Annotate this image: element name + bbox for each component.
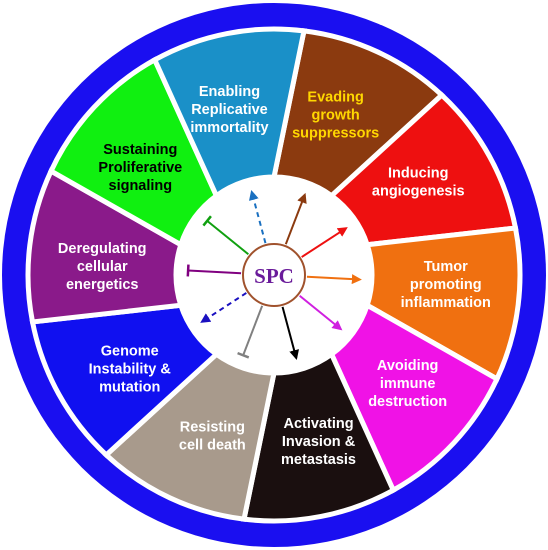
spoke-proliferative-inhibit-bar bbox=[202, 215, 212, 227]
spoke-immune bbox=[299, 294, 343, 331]
label-enabling-replicative-immortality-line-2: Replicative bbox=[191, 102, 268, 118]
spoke-angiogenesis bbox=[301, 227, 348, 258]
label-enabling-replicative-immortality-line-3: immortality bbox=[190, 120, 268, 136]
label-tumor-promoting-inflammation-line-3: inflammation bbox=[401, 295, 491, 311]
label-tumor-promoting-inflammation-line-1: Tumor bbox=[424, 259, 468, 275]
label-avoiding-immune-destruction-line-1: Avoiding bbox=[377, 358, 438, 374]
label-resisting-cell-death-line-1: Resisting bbox=[180, 420, 245, 436]
segments bbox=[25, 26, 523, 524]
label-genome-instability-mutation-line-1: Genome bbox=[101, 344, 159, 360]
label-sustaining-proliferative-signaling-line-3: signaling bbox=[109, 178, 173, 194]
spoke-energetics bbox=[188, 269, 242, 275]
spoke-invasion bbox=[281, 306, 300, 361]
label-activating-invasion-metastasis-line-3: metastasis bbox=[281, 452, 356, 468]
label-avoiding-immune-destruction-line-2: immune bbox=[380, 376, 436, 392]
spoke-energetics-inhibit-bar bbox=[186, 264, 190, 277]
label-sustaining-proliferative-signaling-line-1: Sustaining bbox=[103, 142, 177, 158]
label-evading-growth-suppressors-line-1: Evading bbox=[307, 89, 363, 105]
center-ring bbox=[242, 243, 306, 307]
spoke-cell-death bbox=[242, 305, 264, 356]
spoke-proliferative bbox=[206, 220, 249, 256]
label-evading-growth-suppressors-line-2: growth bbox=[311, 107, 359, 123]
center-label: SPC bbox=[254, 264, 294, 288]
label-avoiding-immune-destruction-line-3: destruction bbox=[368, 394, 447, 410]
label-inducing-angiogenesis-line-2: angiogenesis bbox=[372, 183, 465, 199]
label-deregulating-cellular-energetics-line-1: Deregulating bbox=[58, 241, 147, 257]
label-resisting-cell-death-line-2: cell death bbox=[179, 438, 246, 454]
label-sustaining-proliferative-signaling-line-2: Proliferative bbox=[98, 160, 182, 176]
spoke-cell-death-inhibit-bar bbox=[237, 351, 250, 359]
label-enabling-replicative-immortality-line-1: Enabling bbox=[199, 84, 260, 100]
spoke-inflammation bbox=[306, 274, 362, 285]
label-deregulating-cellular-energetics-line-2: cellular bbox=[77, 259, 128, 275]
spokes bbox=[186, 189, 362, 361]
spoke-evading bbox=[284, 192, 307, 245]
label-activating-invasion-metastasis-line-2: Invasion & bbox=[282, 434, 356, 450]
label-genome-instability-mutation-line-2: Instability & bbox=[89, 362, 172, 378]
label-inducing-angiogenesis-line-1: Inducing bbox=[388, 165, 448, 181]
label-tumor-promoting-inflammation-line-2: promoting bbox=[410, 277, 482, 293]
label-genome-instability-mutation-line-3: mutation bbox=[99, 380, 160, 396]
label-evading-growth-suppressors-line-3: suppressors bbox=[292, 125, 379, 141]
label-activating-invasion-metastasis-line-1: Activating bbox=[283, 416, 353, 432]
label-deregulating-cellular-energetics-line-3: energetics bbox=[66, 277, 139, 293]
